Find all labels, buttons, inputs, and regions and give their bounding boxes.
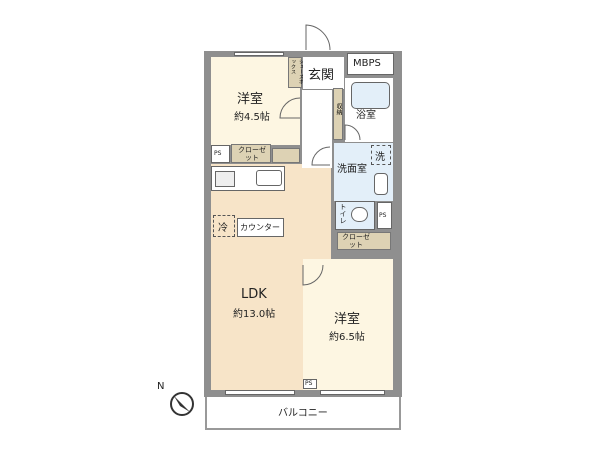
western-small-size: 約4.5帖 (234, 112, 270, 123)
bathtub (351, 82, 390, 109)
ldk-size: 約13.0帖 (233, 309, 276, 320)
window-bottom-ldk (225, 390, 295, 395)
mbps-label: MBPS (353, 58, 381, 69)
western-room-large (303, 259, 393, 390)
entrance (303, 57, 344, 90)
ps-right-label: PS (379, 212, 387, 219)
ps-left (211, 145, 230, 163)
corridor (302, 90, 332, 168)
ps-bottom-label: PS (305, 380, 313, 387)
closet-right-label: クローゼット (342, 233, 370, 249)
kitchen-sink (256, 170, 282, 186)
counter-label: カウンター (240, 223, 280, 232)
compass-icon (170, 392, 194, 416)
washroom-label: 洗面室 (337, 164, 367, 175)
washer-label: 洗 (375, 152, 385, 163)
western-room-small (211, 57, 300, 145)
bath-label: 浴室 (356, 110, 376, 121)
compass-north-label: N (157, 381, 165, 392)
closet-left (231, 144, 271, 163)
shoebox: シューズボックス (288, 57, 304, 88)
window-top (234, 52, 284, 56)
mbps (347, 53, 394, 75)
sink (374, 173, 388, 195)
western-small-name: 洋室 (237, 92, 264, 107)
closet-left-extension (272, 148, 300, 163)
washer-space (371, 145, 391, 165)
closet-left-label: クローゼット (238, 146, 266, 162)
closet-right (337, 232, 391, 250)
balcony (205, 397, 401, 430)
toilet-label: トイレ (339, 203, 347, 224)
stove (215, 171, 235, 187)
ps-left-label: PS (214, 150, 222, 157)
window-bottom-room (320, 390, 385, 395)
ps-right (377, 202, 392, 229)
western-large-size: 約6.5帖 (329, 332, 365, 343)
fridge-space (213, 215, 235, 237)
ps-bottom (303, 379, 317, 389)
storage: 収納 (333, 88, 343, 140)
fridge-label: 冷 (218, 223, 228, 234)
toilet-bowl (351, 207, 368, 222)
ldk-name: LDK (241, 287, 267, 302)
entrance-label: 玄関 (308, 68, 335, 83)
balcony-label: バルコニー (278, 408, 328, 419)
western-large-name: 洋室 (334, 312, 361, 327)
counter (237, 218, 284, 237)
